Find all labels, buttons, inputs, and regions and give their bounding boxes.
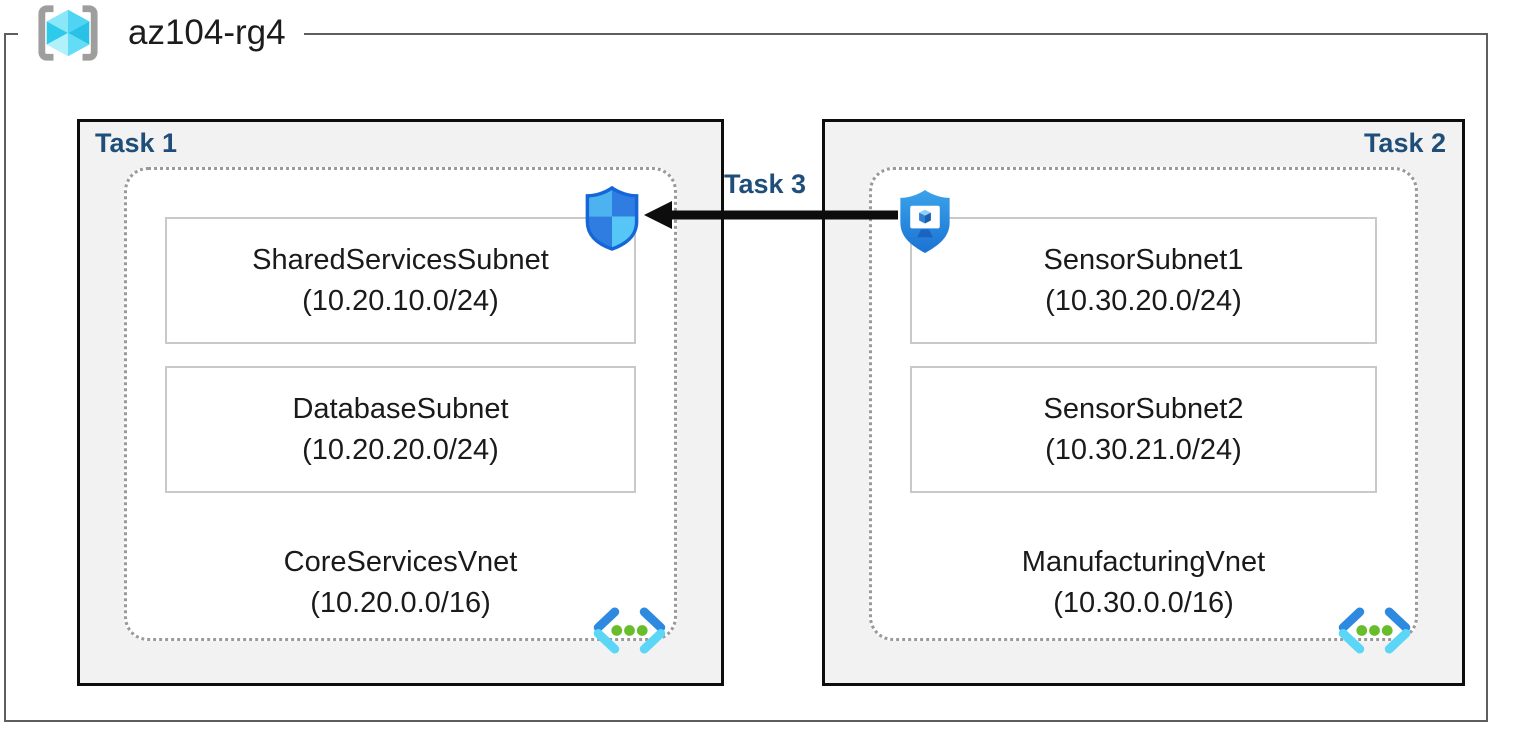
- task3-label: Task 3: [723, 169, 807, 199]
- resource-group-header: az104-rg4: [18, 0, 304, 66]
- subnet-name: SensorSubnet1: [1043, 243, 1244, 276]
- task3-arrow: [644, 201, 898, 229]
- task2-label: Task 2: [1363, 128, 1446, 158]
- vnet-cidr: (10.20.0.0/16): [310, 587, 491, 619]
- subnet-cidr: (10.20.10.0/24): [302, 284, 499, 317]
- subnet-cidr: (10.30.20.0/24): [1045, 284, 1242, 317]
- subnet-name: SharedServicesSubnet: [252, 243, 549, 276]
- subnet-sensor1: SensorSubnet1 (10.30.20.0/24): [910, 217, 1377, 344]
- network-security-group-icon: [585, 185, 639, 251]
- virtual-network-icon: [593, 607, 666, 654]
- vnet-name: CoreServicesVnet: [283, 546, 518, 578]
- subnet-sensor2: SensorSubnet2 (10.30.21.0/24): [910, 366, 1377, 493]
- subnet-cidr: (10.30.21.0/24): [1045, 433, 1242, 466]
- manufacturing-vnet-container: SensorSubnet1 (10.30.20.0/24) SensorSubn…: [869, 167, 1418, 641]
- subnet-name: DatabaseSubnet: [292, 392, 509, 425]
- task1-label: Task 1: [95, 128, 178, 158]
- manufacturing-vnet-label: ManufacturingVnet (10.30.0.0/16): [872, 542, 1415, 624]
- subnet-sharedservices: SharedServicesSubnet (10.20.10.0/24): [165, 217, 636, 344]
- resource-group-icon: [38, 5, 98, 61]
- virtual-network-icon: [1338, 607, 1411, 654]
- vnet-cidr: (10.30.0.0/16): [1053, 587, 1234, 619]
- subnet-cidr: (10.20.20.0/24): [302, 433, 499, 466]
- subnet-name: SensorSubnet2: [1043, 392, 1244, 425]
- coreservices-vnet-label: CoreServicesVnet (10.20.0.0/16): [127, 542, 674, 624]
- task2-box: Task 2 SensorSubnet1 (10.30.20.0/24) Sen…: [822, 119, 1465, 686]
- coreservices-vnet-container: SharedServicesSubnet (10.20.10.0/24) Dat…: [124, 167, 677, 641]
- subnet-database: DatabaseSubnet (10.20.20.0/24): [165, 366, 636, 493]
- application-security-group-icon: [900, 189, 950, 254]
- resource-group-name: az104-rg4: [128, 13, 286, 52]
- vnet-name: ManufacturingVnet: [1021, 546, 1266, 578]
